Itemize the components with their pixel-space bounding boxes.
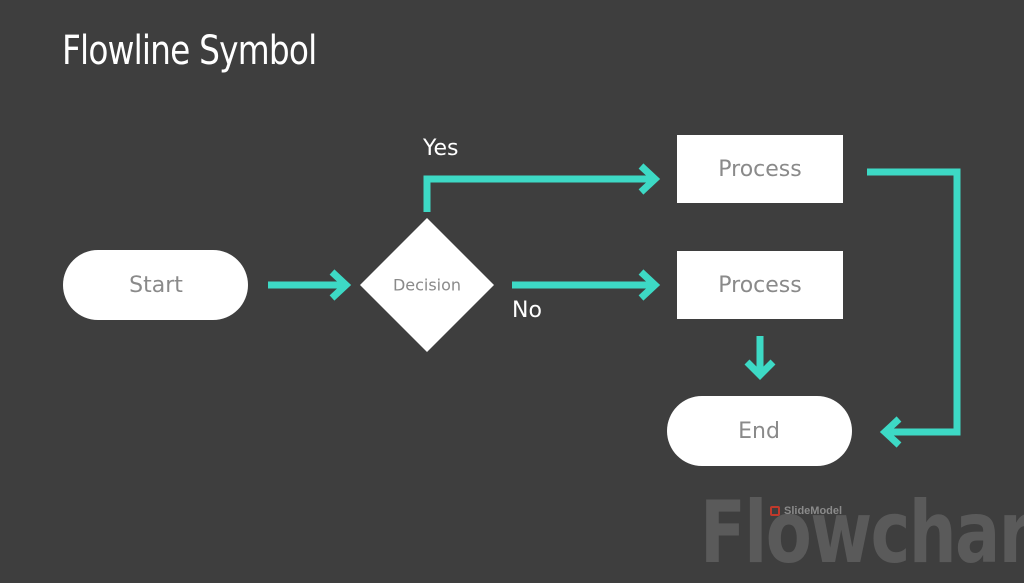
decision-label: Decision [393,276,461,295]
process-box-bottom: Process [677,251,843,319]
decision-diamond: Decision [360,218,494,352]
arrow-yes-path [423,163,661,212]
end-label: End [738,419,780,444]
arrow-start-to-decision [268,269,352,301]
arrow-top-process-to-end [867,168,961,448]
arrow-no-path [512,269,661,301]
process-box-top: Process [677,135,843,203]
watermark-text: Flowchart [700,483,1024,583]
yes-label: Yes [422,136,459,161]
brand-logo: SlideModel [770,505,842,517]
slide-title: Flowline Symbol [62,28,317,74]
start-label: Start [129,273,183,298]
no-label: No [512,298,542,323]
process-top-label: Process [718,157,801,182]
start-terminator: Start [63,250,248,320]
brand-logo-icon [770,506,780,516]
end-terminator: End [667,396,852,466]
brand-name: SlideModel [784,505,843,517]
process-bottom-label: Process [718,273,801,298]
arrow-process-to-end [744,336,776,380]
